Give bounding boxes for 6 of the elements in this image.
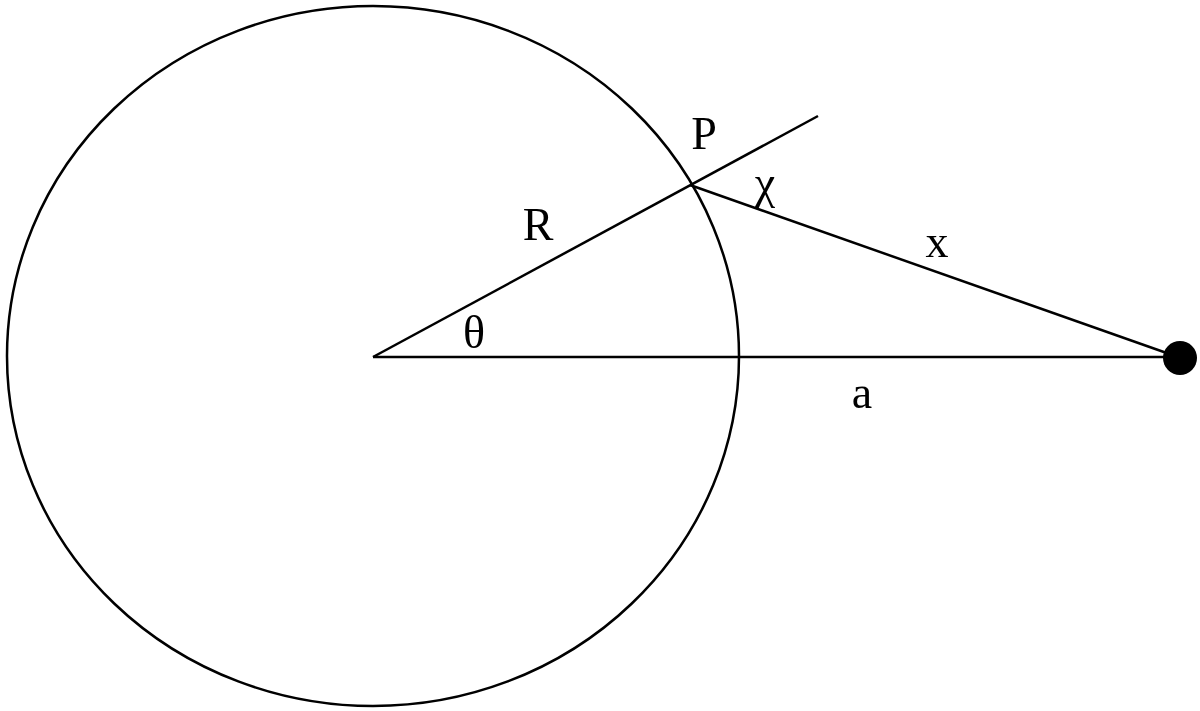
symbol-label: x (925, 219, 949, 265)
symbol-label: a (851, 370, 873, 416)
symbol-label: χ (754, 160, 776, 206)
symbol-label: R (522, 202, 554, 248)
symbol-label: θ (463, 310, 485, 356)
symbol-label: P (691, 111, 717, 157)
